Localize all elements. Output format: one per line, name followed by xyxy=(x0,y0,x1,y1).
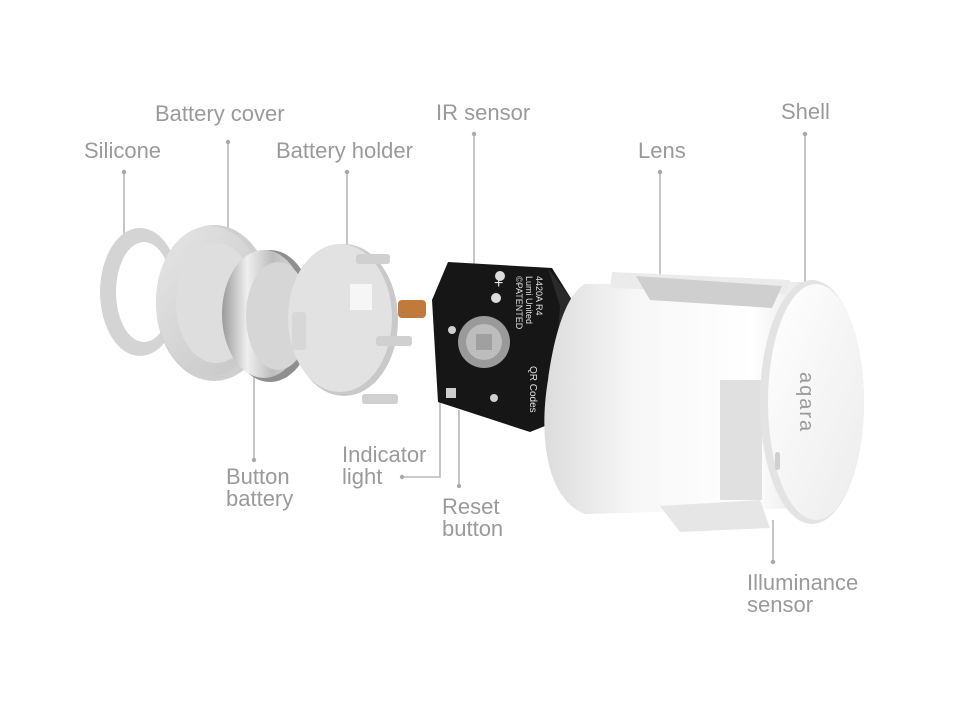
label-battery-holder: Battery holder xyxy=(276,138,413,163)
pcb-text-qr: QR Codes xyxy=(527,366,538,413)
label-illuminance-sensor: Illuminance sensor xyxy=(747,572,858,616)
label-reset-button-line2: button xyxy=(442,516,504,541)
label-ir-sensor: IR sensor xyxy=(436,100,531,125)
pcb-text-maker: Lumi United xyxy=(524,276,534,324)
label-battery-cover: Battery cover xyxy=(155,101,285,126)
brand-logo: aqara xyxy=(795,372,817,433)
pcb-text-model: 4420A R4 xyxy=(534,276,544,316)
label-illuminance-sensor-line2: sensor xyxy=(747,592,814,617)
label-shell: Shell xyxy=(781,99,830,124)
label-lens: Lens xyxy=(638,138,686,163)
sensor-end-cap: aqara xyxy=(760,280,864,524)
leader-dots xyxy=(121,131,808,565)
battery-holder xyxy=(288,244,426,404)
label-button-battery-line2: battery xyxy=(226,486,294,511)
sensor-shell xyxy=(544,272,804,532)
pcb-text-patent: ©PATENTED xyxy=(514,276,524,330)
leader-indicator-light xyxy=(402,398,441,478)
label-reset-button-line1: Reset xyxy=(442,494,500,519)
label-reset-button: Reset button xyxy=(442,496,503,540)
circuit-board: 4420A R4 Lumi United ©PATENTED QR Codes … xyxy=(432,262,572,432)
label-illuminance-sensor-line1: Illuminance xyxy=(747,570,859,595)
label-button-battery-line1: Button xyxy=(226,464,290,489)
label-indicator-light-line2: light xyxy=(342,464,383,489)
pcb-text-plus: + xyxy=(494,275,503,292)
label-indicator-light-line1: Indicator xyxy=(342,442,427,467)
label-button-battery: Button battery xyxy=(226,466,293,510)
illuminance-window xyxy=(775,452,780,470)
label-indicator-light: Indicator light xyxy=(342,444,426,488)
label-silicone: Silicone xyxy=(84,138,162,163)
